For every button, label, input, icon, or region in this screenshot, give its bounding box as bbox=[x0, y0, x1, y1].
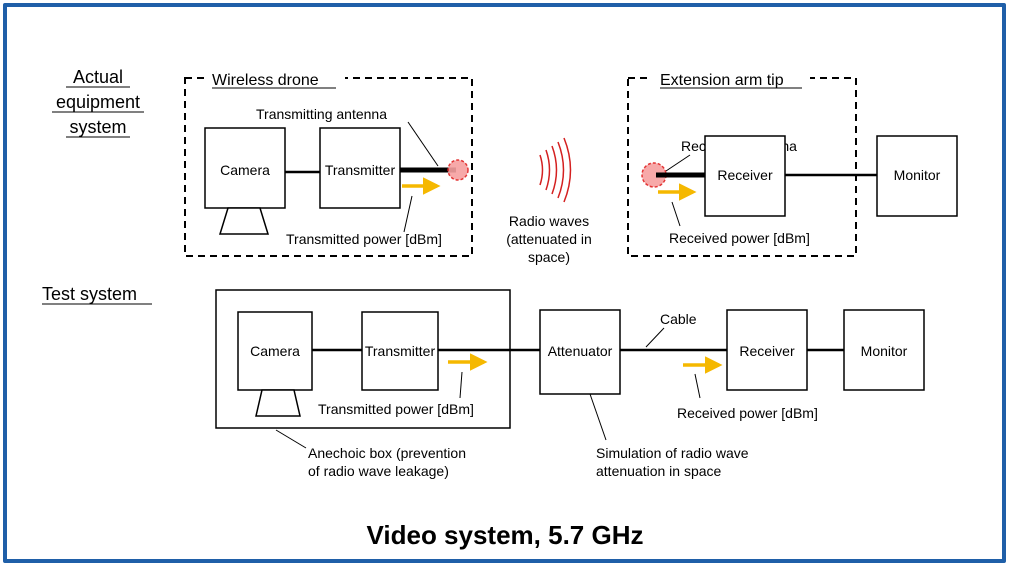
camera-stand-test bbox=[255, 389, 301, 417]
svg-text:Actual: Actual bbox=[73, 67, 123, 87]
monitor-label-actual: Monitor bbox=[894, 167, 941, 183]
receiver-box-actual bbox=[704, 135, 786, 217]
wireless-drone-group bbox=[184, 77, 473, 257]
tx-power-label-actual: Transmitted power [dBm] bbox=[286, 231, 442, 247]
svg-text:of radio wave leakage): of radio wave leakage) bbox=[308, 463, 449, 479]
tx-antenna-glow bbox=[447, 159, 469, 181]
monitor-box-actual bbox=[876, 135, 958, 217]
receiver-label-actual: Receiver bbox=[717, 167, 773, 183]
extension-arm-label: Extension arm tip bbox=[660, 72, 784, 89]
anechoic-box-label: Anechoic box (prevention of radio wave l… bbox=[308, 445, 466, 479]
cable-label: Cable bbox=[660, 311, 697, 327]
svg-text:space): space) bbox=[528, 249, 570, 265]
radio-waves-label: Radio waves (attenuated in space) bbox=[506, 213, 592, 265]
transmitter-label-actual: Transmitter bbox=[325, 162, 396, 178]
transmitter-label-test: Transmitter bbox=[365, 343, 436, 359]
camera-box-actual bbox=[204, 127, 286, 209]
svg-text:Anechoic box (prevention: Anechoic box (prevention bbox=[308, 445, 466, 461]
camera-stand-actual bbox=[218, 207, 270, 235]
wireless-drone-label: Wireless drone bbox=[212, 72, 319, 89]
attenuator-label: Attenuator bbox=[548, 343, 613, 359]
rx-power-label-test: Received power [dBm] bbox=[677, 405, 818, 421]
svg-text:attenuation in space: attenuation in space bbox=[596, 463, 722, 479]
section-label-actual: Actual equipment system bbox=[52, 67, 144, 138]
rx-power-label-actual: Received power [dBm] bbox=[669, 230, 810, 246]
anechoic-box bbox=[215, 289, 511, 429]
svg-text:(attenuated in: (attenuated in bbox=[506, 231, 592, 247]
svg-text:Simulation of radio wave: Simulation of radio wave bbox=[596, 445, 749, 461]
tx-antenna-label: Transmitting antenna bbox=[256, 106, 387, 122]
svg-text:Test system: Test system bbox=[42, 284, 137, 304]
monitor-label-test: Monitor bbox=[861, 343, 908, 359]
simulation-label: Simulation of radio wave attenuation in … bbox=[596, 445, 749, 479]
section-label-test: Test system bbox=[42, 284, 152, 305]
diagram: Actual equipment system Test system Wire… bbox=[42, 67, 958, 479]
receiver-box-test bbox=[726, 309, 808, 391]
camera-label-actual: Camera bbox=[220, 162, 270, 178]
svg-text:Radio waves: Radio waves bbox=[509, 213, 589, 229]
attenuator-box bbox=[539, 309, 621, 395]
svg-text:system: system bbox=[69, 117, 126, 137]
tx-power-label-test: Transmitted power [dBm] bbox=[318, 401, 474, 417]
camera-label-test: Camera bbox=[250, 343, 300, 359]
bottom-title: Video system, 5.7 GHz bbox=[290, 520, 720, 550]
svg-text:equipment: equipment bbox=[56, 92, 140, 112]
monitor-box-test bbox=[843, 309, 925, 391]
radio-waves-icon bbox=[539, 137, 572, 203]
receiver-label-test: Receiver bbox=[739, 343, 795, 359]
